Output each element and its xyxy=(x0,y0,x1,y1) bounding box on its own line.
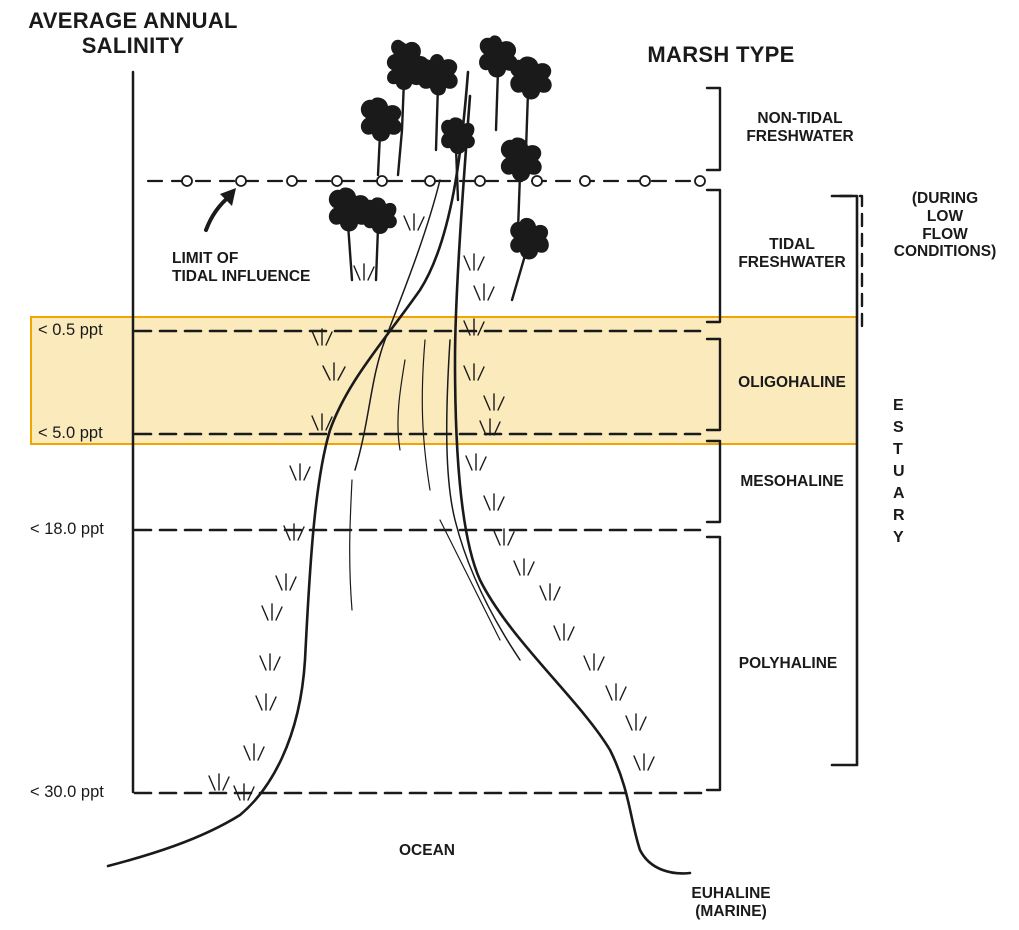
euhaline-line1: EUHALINE xyxy=(676,885,786,903)
marsh-type-non-tidal-freshwater: NON-TIDAL FRESHWATER xyxy=(730,110,870,146)
inner-channel-right xyxy=(447,340,520,660)
bracket-non-tidal-freshwater xyxy=(707,88,720,170)
low-flow-line1: (DURING xyxy=(880,190,1010,208)
salinity-title: AVERAGE ANNUAL SALINITY xyxy=(18,8,248,59)
marsh-type-oligohaline: OLIGOHALINE xyxy=(722,374,862,392)
low-flow-note: (DURING LOW FLOW CONDITIONS) xyxy=(880,190,1010,261)
ocean-label: OCEAN xyxy=(382,842,472,860)
estuary-letter-y: Y xyxy=(893,529,904,547)
tidal-limit-line2: TIDAL INFLUENCE xyxy=(172,268,310,286)
salinity-label-0-5: < 0.5 ppt xyxy=(38,321,103,340)
salinity-title-line2: SALINITY xyxy=(18,33,248,58)
channel-streak-1 xyxy=(350,480,352,610)
estuary-letter-r: R xyxy=(893,507,905,525)
salinity-label-18-0: < 18.0 ppt xyxy=(30,520,104,539)
tidal-limit-line1: LIMIT OF xyxy=(172,250,310,268)
estuary-letter-e: E xyxy=(893,397,904,415)
euhaline-line2: (MARINE) xyxy=(676,903,786,921)
non-tidal-line2: FRESHWATER xyxy=(730,128,870,146)
channel-streak-4 xyxy=(398,360,405,450)
salinity-label-5-0: < 5.0 ppt xyxy=(38,424,103,443)
estuary-letter-u: U xyxy=(893,463,905,481)
estuary-letter-t: T xyxy=(893,441,903,459)
salinity-title-line1: AVERAGE ANNUAL xyxy=(18,8,248,33)
low-flow-line4: CONDITIONS) xyxy=(880,243,1010,261)
right-riverbank xyxy=(455,96,690,873)
tidal-freshwater-line1: TIDAL xyxy=(722,236,862,254)
estuary-letter-s: S xyxy=(893,419,904,437)
bracket-oligohaline xyxy=(707,339,720,430)
left-riverbank xyxy=(108,72,468,866)
marsh-type-polyhaline: POLYHALINE xyxy=(718,655,858,673)
salinity-label-30-0: < 30.0 ppt xyxy=(30,783,104,802)
channel-streak-2 xyxy=(422,340,430,490)
bracket-tidal-freshwater xyxy=(707,190,720,322)
channel-streak-3 xyxy=(440,520,500,640)
tidal-limit-label: LIMIT OF TIDAL INFLUENCE xyxy=(172,250,310,286)
low-flow-line2: LOW xyxy=(880,208,1010,226)
estuary-letter-a: A xyxy=(893,485,905,503)
low-flow-line3: FLOW xyxy=(880,226,1010,244)
euhaline-label: EUHALINE (MARINE) xyxy=(676,885,786,921)
marsh-type-title: MARSH TYPE xyxy=(630,42,812,67)
tidal-freshwater-line2: FRESHWATER xyxy=(722,254,862,272)
marsh-type-mesohaline: MESOHALINE xyxy=(722,473,862,491)
tidal-limit-arrow xyxy=(206,196,230,230)
bracket-mesohaline xyxy=(707,441,720,522)
marsh-type-tidal-freshwater: TIDAL FRESHWATER xyxy=(722,236,862,272)
marsh-grass-tufts xyxy=(209,214,654,800)
non-tidal-line1: NON-TIDAL xyxy=(730,110,870,128)
